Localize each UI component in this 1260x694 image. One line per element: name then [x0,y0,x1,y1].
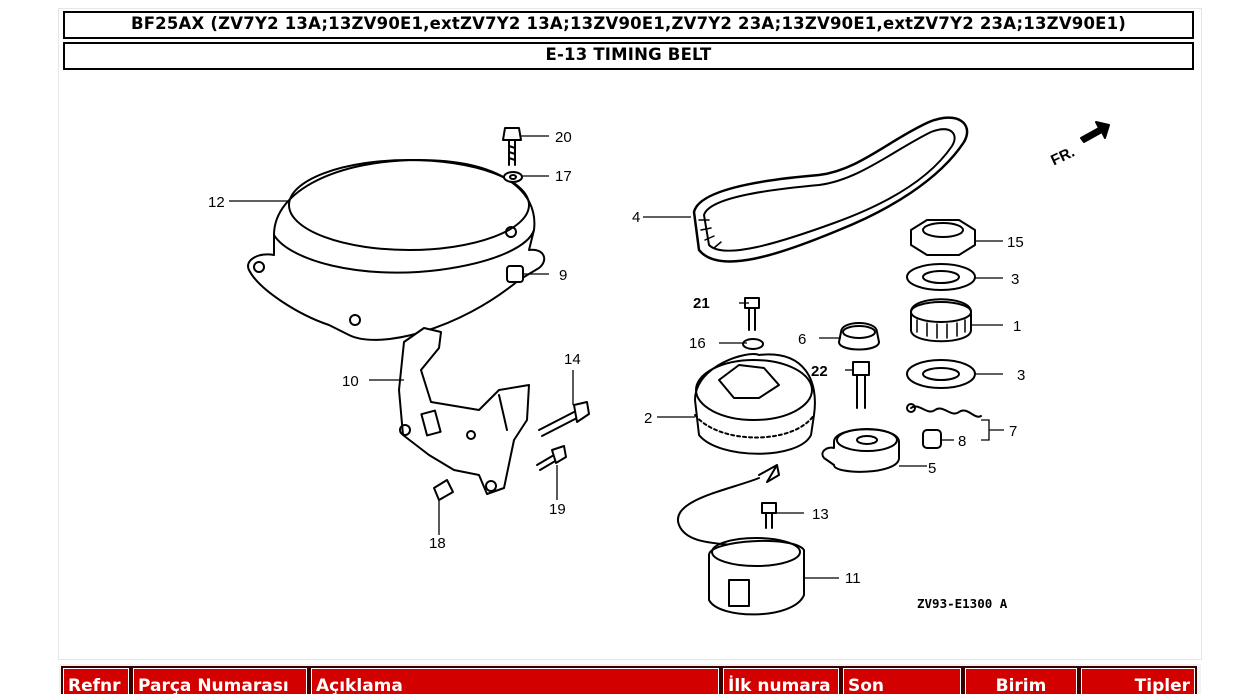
bolt-part-14[interactable] [538,401,590,437]
washer-part-3b[interactable] [906,359,976,389]
flywheel-cover-part[interactable] [247,159,546,341]
model-title: BF25AX (ZV7Y2 13A;13ZV90E1,extZV7Y2 13A;… [63,11,1194,39]
callout-20: 20 [555,129,572,146]
callout-18: 18 [429,535,446,552]
bolt-part-22[interactable] [852,361,870,409]
pulser-coil-part-11[interactable] [676,464,805,616]
col-last[interactable]: Son [841,666,963,694]
col-refnr[interactable]: Refnr [61,666,131,694]
col-unit[interactable]: Birim [963,666,1079,694]
callout-6: 6 [798,331,806,348]
bolt-part-20[interactable] [502,127,522,166]
gear-part-1[interactable] [910,298,972,343]
pulley-part-2[interactable] [694,353,816,455]
callout-labels: 20 17 12 9 10 14 19 18 4 21 16 6 22 2 15… [208,129,1077,611]
col-part-number[interactable]: Parça Numarası [131,666,309,694]
callout-2: 2 [644,410,652,427]
callout-4: 4 [632,209,640,226]
callout-15: 15 [1007,234,1024,251]
col-first-number[interactable]: İlk numara [721,666,841,694]
leader-lines [229,135,1004,579]
screw-part-13[interactable] [761,502,777,529]
callout-1: 1 [1013,318,1021,335]
washer-part-17[interactable] [503,171,523,183]
callout-3a: 3 [1011,271,1019,288]
callout-9: 9 [559,267,567,284]
section-title: E-13 TIMING BELT [63,42,1194,70]
callout-13: 13 [812,506,829,523]
nut-part-15[interactable] [910,219,976,256]
callout-10: 10 [342,373,359,390]
timing-belt-part[interactable] [692,116,969,263]
callout-16: 16 [689,335,706,352]
bolt-part-19[interactable] [536,445,567,471]
tensioner-part-5[interactable] [821,428,900,473]
stud-part-18[interactable] [433,479,454,501]
washer-part-16[interactable] [742,338,764,350]
drawing-code: ZV93-E1300 A [917,596,1008,611]
spring-part-7[interactable] [906,403,982,418]
callout-12: 12 [208,194,225,211]
cap-part-6[interactable] [838,322,880,351]
callout-11: 11 [845,570,861,587]
callout-8: 8 [958,433,966,450]
front-direction-label: FR. [1048,144,1077,170]
content-panel [59,9,1201,659]
front-direction-arrow [1080,121,1110,143]
bracket-part-10[interactable] [398,327,530,495]
callout-5: 5 [928,460,936,477]
collar-part-8[interactable] [922,429,942,449]
bolt-part-21[interactable] [744,297,760,331]
callout-14: 14 [564,351,581,368]
callout-19: 19 [549,501,566,518]
callout-3b: 3 [1017,367,1025,384]
parts-table-header: Refnr Parça Numarası Açıklama İlk numara… [59,664,1201,694]
callout-17: 17 [555,168,572,185]
collar-part-9[interactable] [506,265,524,283]
callout-21: 21 [693,295,710,312]
col-types[interactable]: Tipler [1079,666,1197,694]
callout-22: 22 [811,363,828,380]
callout-7: 7 [1009,423,1017,440]
parts-diagram: 20 17 12 9 10 14 19 18 4 21 16 6 22 2 15… [208,116,1110,616]
washer-part-3a[interactable] [906,263,976,291]
col-description[interactable]: Açıklama [309,666,721,694]
